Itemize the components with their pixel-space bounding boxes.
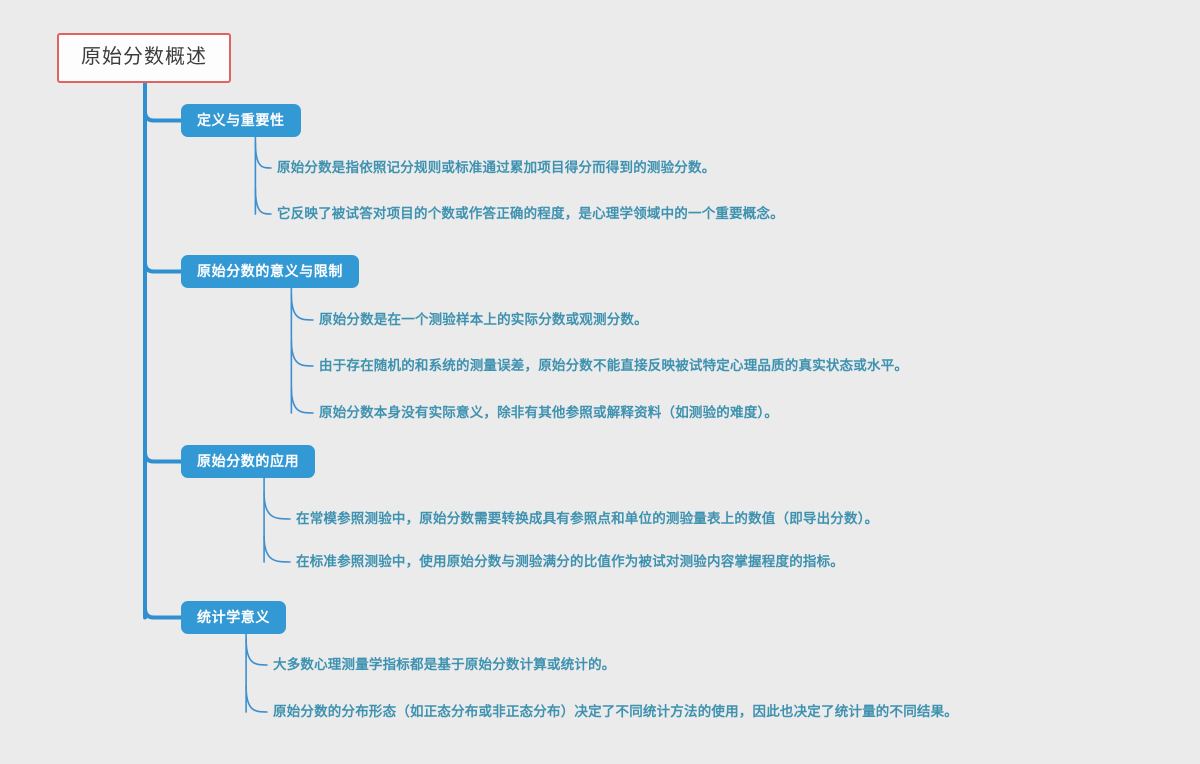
leaf-node-3-2[interactable]: 在标准参照测验中，使用原始分数与测验满分的比值作为被试对测验内容掌握程度的指标。 xyxy=(296,554,844,569)
root-node[interactable]: 原始分数概述 xyxy=(57,33,231,83)
leaf-node-1-1[interactable]: 原始分数是指依照记分规则或标准通过累加项目得分而得到的测验分数。 xyxy=(277,160,716,175)
branch-node-1[interactable]: 定义与重要性 xyxy=(181,104,301,137)
branch-node-4[interactable]: 统计学意义 xyxy=(181,601,286,634)
branch-node-2[interactable]: 原始分数的意义与限制 xyxy=(181,255,359,288)
leaf-node-1-2[interactable]: 它反映了被试答对项目的个数或作答正确的程度，是心理学领域中的一个重要概念。 xyxy=(277,206,784,221)
leaf-node-2-3[interactable]: 原始分数本身没有实际意义，除非有其他参照或解释资料（如测验的难度）。 xyxy=(319,405,779,420)
leaf-node-3-1[interactable]: 在常模参照测验中，原始分数需要转换成具有参照点和单位的测验量表上的数值（即导出分… xyxy=(296,511,879,526)
leaf-node-4-1[interactable]: 大多数心理测量学指标都是基于原始分数计算或统计的。 xyxy=(273,657,616,672)
leaf-node-4-2[interactable]: 原始分数的分布形态（如正态分布或非正态分布）决定了不同统计方法的使用，因此也决定… xyxy=(273,704,958,719)
branch-node-3[interactable]: 原始分数的应用 xyxy=(181,445,316,478)
leaf-node-2-2[interactable]: 由于存在随机的和系统的测量误差，原始分数不能直接反映被试特定心理品质的真实状态或… xyxy=(319,358,909,373)
leaf-node-2-1[interactable]: 原始分数是在一个测验样本上的实际分数或观测分数。 xyxy=(319,312,648,327)
